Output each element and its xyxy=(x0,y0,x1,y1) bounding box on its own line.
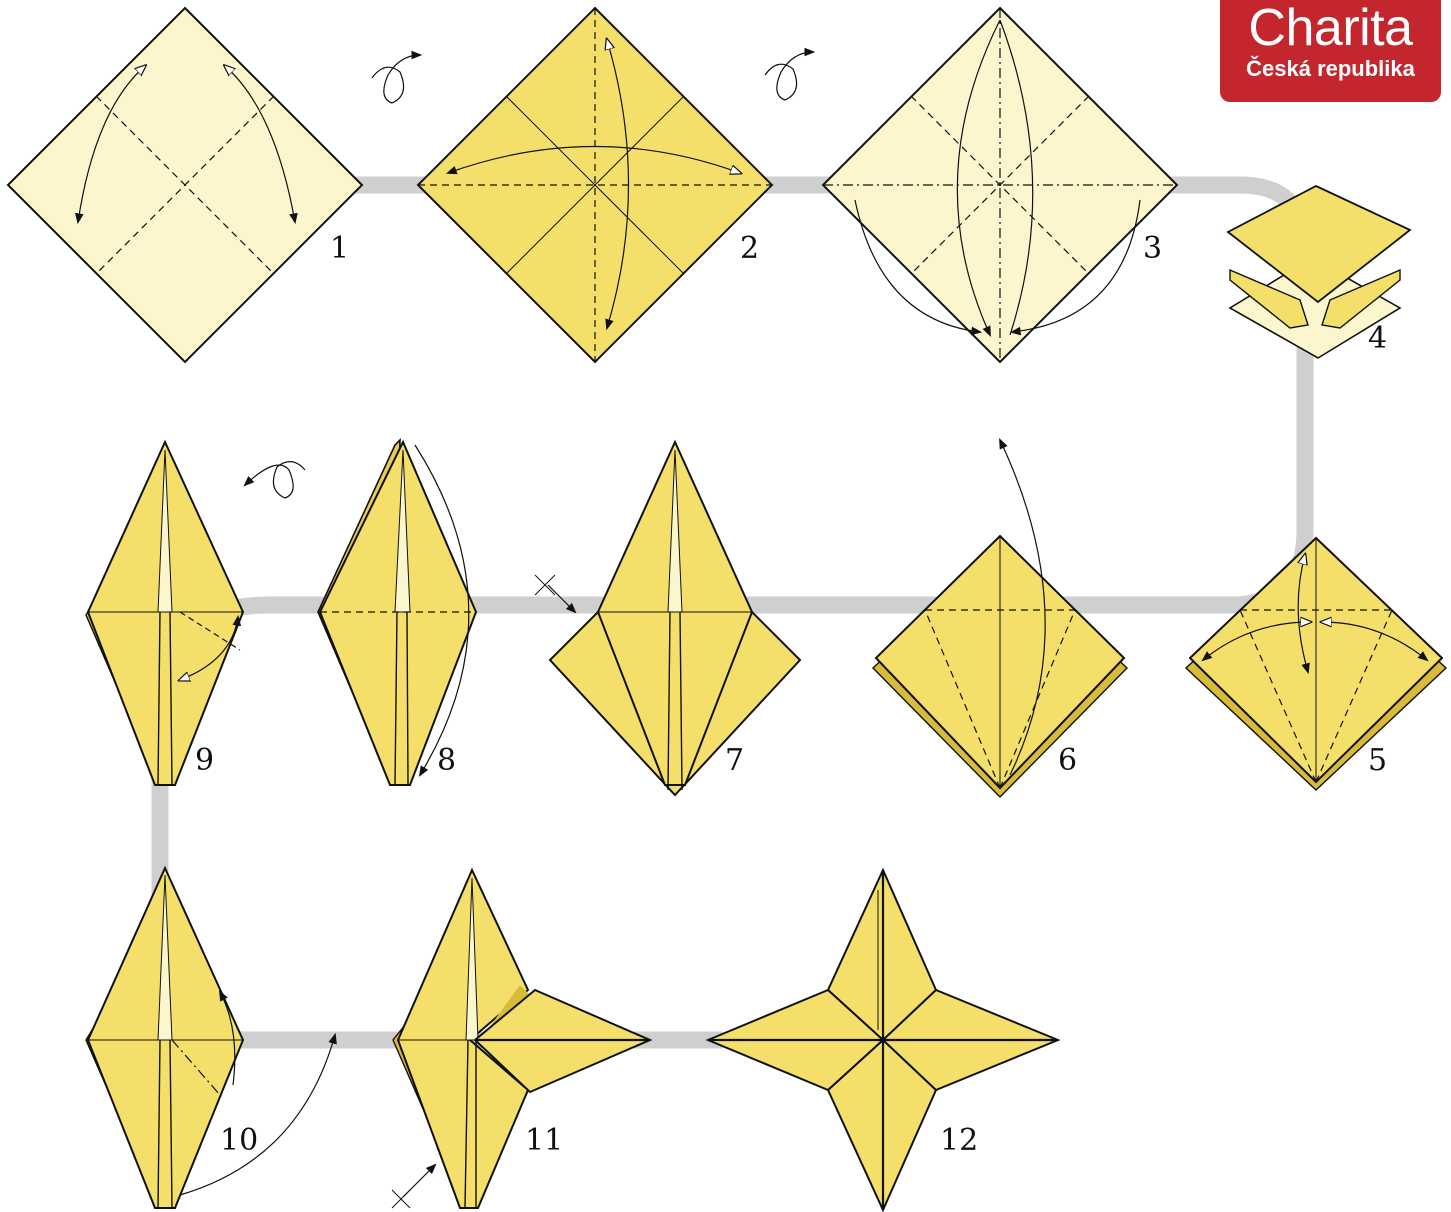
step-7-diagram xyxy=(548,439,802,797)
logo-name: Charita xyxy=(1248,0,1413,57)
step-number: 1 xyxy=(330,231,349,266)
step-8-diagram xyxy=(317,438,478,786)
step-number: 6 xyxy=(1058,743,1077,778)
step-1-diagram xyxy=(6,6,364,364)
step-2-diagram xyxy=(416,6,774,364)
charita-logo: Charita Česká republika xyxy=(1220,0,1441,102)
step-11-diagram xyxy=(392,867,653,1209)
turn-over-icon xyxy=(371,50,423,104)
step-number: 9 xyxy=(195,743,214,778)
turn-over-icon xyxy=(243,461,306,499)
step-number: 12 xyxy=(940,1123,978,1158)
step-number: 2 xyxy=(740,231,759,266)
step-number: 3 xyxy=(1143,231,1162,266)
logo-subtitle: Česká republika xyxy=(1246,56,1415,81)
step-number: 8 xyxy=(437,743,456,778)
step-number: 5 xyxy=(1368,743,1387,778)
step-number: 7 xyxy=(725,743,744,778)
step-number: 10 xyxy=(220,1123,258,1158)
step-9-diagram xyxy=(85,439,245,786)
pinch-mark-icon xyxy=(391,1163,437,1209)
step-number: 11 xyxy=(525,1123,563,1158)
step-4-diagram xyxy=(1226,184,1412,359)
turn-over-icon xyxy=(764,47,816,101)
pinch-mark-icon xyxy=(534,574,577,614)
step-3-diagram xyxy=(821,6,1179,364)
step-5-diagram xyxy=(1184,536,1448,791)
step-10-diagram xyxy=(85,865,337,1209)
step-12-diagram xyxy=(705,867,1061,1212)
step-6-diagram xyxy=(871,438,1129,798)
step-number: 4 xyxy=(1368,321,1387,356)
